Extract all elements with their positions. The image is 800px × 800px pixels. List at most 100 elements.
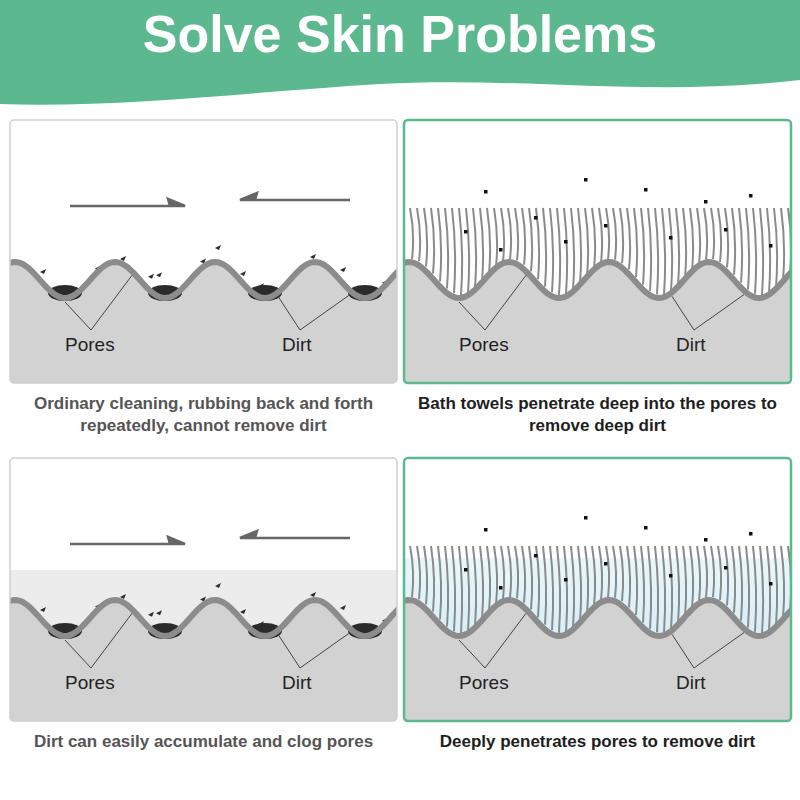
dirt-particle [484, 190, 488, 194]
bristle [634, 546, 637, 615]
bristle [655, 546, 658, 632]
dirt-particle [534, 216, 538, 220]
dirt-particle [704, 200, 708, 204]
part-label: Pores [459, 672, 509, 694]
bristle [641, 546, 644, 623]
dirt-speck [240, 271, 246, 276]
skin-surface [404, 600, 791, 636]
dirt-speck [340, 267, 346, 272]
leader-line [485, 275, 526, 330]
skin-surface [10, 262, 397, 298]
panel: PoresDirtDirt can easily accumulate and … [10, 458, 397, 721]
leader-line [278, 634, 300, 668]
dirt-speck [310, 254, 316, 259]
title: Solve Skin Problems [0, 4, 800, 64]
dirt-speck [156, 272, 162, 277]
bristle [690, 546, 693, 608]
bristle [760, 546, 763, 633]
bristle [529, 208, 532, 271]
bristle [550, 208, 553, 292]
bristle [466, 208, 469, 293]
rub-arrow [70, 537, 185, 544]
bristle [627, 546, 630, 607]
bristle [424, 208, 427, 266]
dirt-particle [749, 194, 753, 198]
dirt-particle [769, 244, 773, 248]
bristle [445, 546, 448, 626]
dirt-speck [215, 245, 221, 250]
bristle [676, 546, 679, 624]
bristle [543, 546, 546, 625]
bristle [508, 208, 511, 259]
bristle [459, 208, 462, 295]
bristle [564, 546, 567, 632]
part-label: Pores [65, 672, 115, 694]
bristle [711, 546, 714, 597]
rub-arrow [70, 199, 185, 206]
leader-line [694, 633, 744, 668]
leader-line [300, 295, 350, 330]
dirt-particle [749, 532, 753, 536]
bristle [725, 208, 728, 267]
panel-border [404, 120, 791, 383]
bristle [718, 546, 721, 600]
panel: PoresDirtBath towels penetrate deep into… [404, 120, 791, 383]
bristle [725, 546, 728, 605]
dirt-particle [534, 554, 538, 558]
bristle [732, 208, 735, 275]
rub-arrow [240, 193, 350, 200]
bristle [522, 546, 525, 603]
dirt-speck [340, 605, 346, 610]
bristle [683, 546, 686, 616]
skin-surface [10, 600, 397, 636]
bristle [424, 546, 427, 604]
dirt-particle [604, 562, 608, 566]
dirt-speck [215, 583, 221, 588]
bristle [480, 208, 483, 281]
bristle [613, 546, 616, 598]
bristle [662, 546, 665, 633]
bristle [634, 208, 637, 277]
bristle [767, 208, 770, 293]
bristle [438, 208, 441, 281]
bristle [774, 208, 777, 288]
dirt-speck [40, 269, 46, 274]
bristle [620, 546, 623, 601]
bristle [606, 546, 609, 597]
panel-art [10, 120, 397, 383]
bristle [781, 208, 784, 280]
panel-art [10, 458, 397, 721]
dirt-speck [148, 612, 154, 617]
bristle [571, 546, 574, 628]
dirt-particle [584, 516, 588, 520]
title-banner [0, 0, 800, 105]
bristle [599, 546, 602, 600]
bristle [620, 208, 623, 263]
bristle [718, 208, 721, 262]
bristle [543, 208, 546, 287]
bristle [431, 546, 434, 612]
bristle [641, 208, 644, 285]
bristle [466, 546, 469, 631]
leader-line [672, 634, 694, 668]
bristle [410, 208, 413, 259]
bristle [613, 208, 616, 260]
bristle [767, 546, 770, 631]
dirt-particle [499, 586, 503, 590]
part-label: Pores [459, 334, 509, 356]
panel-border [10, 120, 397, 383]
bristle [774, 546, 777, 626]
bristle [578, 546, 581, 622]
bristle [410, 546, 413, 597]
bristle [746, 546, 749, 627]
caption: Dirt can easily accumulate and clog pore… [10, 731, 397, 753]
bristle [669, 208, 672, 292]
bristle [760, 208, 763, 295]
dirt-particle [564, 240, 568, 244]
bristle [781, 546, 784, 618]
bristle [606, 208, 609, 259]
dirt-speck [310, 592, 316, 597]
rub-arrow [240, 531, 350, 538]
skin-surface [404, 262, 791, 298]
part-label: Dirt [282, 672, 312, 694]
